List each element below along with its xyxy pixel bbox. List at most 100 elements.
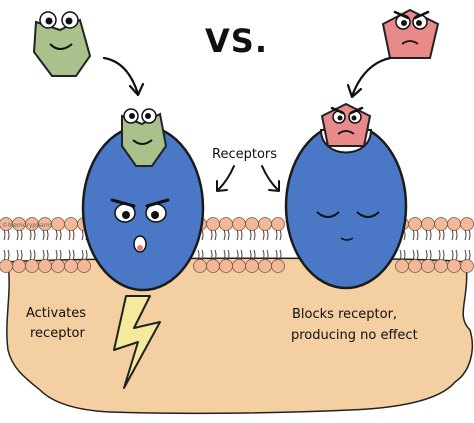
phospholipid-head	[206, 217, 220, 231]
right-receptor-face	[316, 211, 380, 241]
lipid-tail	[425, 249, 428, 261]
phospholipid-head	[38, 259, 52, 273]
lipid-tail	[201, 229, 204, 241]
phospholipid-head	[77, 259, 91, 273]
phospholipid-head	[447, 259, 461, 273]
lipid-tail	[46, 249, 49, 261]
lipid-tail	[227, 249, 230, 261]
lipid-tail	[46, 229, 49, 241]
lipid-tail	[7, 249, 10, 261]
phospholipid-head	[408, 217, 422, 231]
phospholipid-head	[460, 259, 474, 273]
lipid-tail	[7, 229, 10, 241]
lipid-tail	[42, 229, 45, 241]
lipid-tail	[68, 249, 71, 261]
lipid-tail	[201, 249, 204, 261]
lipid-tail	[468, 229, 471, 241]
vs-title: VS.	[205, 22, 268, 60]
lipid-tail	[210, 229, 213, 241]
lipid-tail	[42, 249, 45, 261]
left-caption-line2: receptor	[30, 326, 85, 341]
lipid-tail	[72, 249, 75, 261]
lipid-tail	[59, 249, 62, 261]
lipid-tail	[464, 229, 467, 241]
lipid-tail	[249, 249, 252, 261]
lipid-tail	[197, 249, 200, 261]
lipid-tail	[451, 249, 454, 261]
phospholipid-head	[460, 217, 474, 231]
lipid-tail	[455, 249, 458, 261]
credit-text: ©Memorypharm	[2, 222, 52, 229]
lipid-tail	[253, 249, 256, 261]
lipid-tail	[442, 249, 445, 261]
receptors-label: Receptors	[212, 147, 278, 162]
lipid-tail	[240, 249, 243, 261]
lipid-tail	[425, 229, 428, 241]
lipid-tail	[266, 249, 269, 261]
lipid-tail	[227, 229, 230, 241]
cytoplasm	[6, 257, 474, 415]
lipid-tail	[240, 229, 243, 241]
arrow-icon	[216, 165, 235, 192]
phospholipid-head	[25, 259, 39, 273]
right-caption-line1: Blocks receptor,	[292, 307, 398, 322]
phospholipid-head	[206, 259, 220, 273]
lipid-tail	[249, 229, 252, 241]
phospholipid-head	[12, 259, 26, 273]
phospholipid-head	[51, 217, 65, 231]
lipid-tail	[3, 229, 6, 241]
lipid-tail	[416, 249, 419, 261]
lipid-tail	[416, 229, 419, 241]
phospholipid-head	[434, 259, 448, 273]
lipid-tail	[223, 249, 226, 261]
lipid-tail	[81, 249, 84, 261]
lipid-tail	[16, 229, 19, 241]
lipid-tail	[438, 229, 441, 241]
phospholipid-head	[408, 259, 422, 273]
phospholipid-head	[258, 259, 272, 273]
lipid-tail	[275, 229, 278, 241]
lipid-tail	[266, 229, 269, 241]
lipid-tail	[81, 229, 84, 241]
phospholipid-head	[245, 217, 259, 231]
phospholipid-head	[64, 259, 78, 273]
lipid-tail	[438, 249, 441, 261]
lipid-tail	[412, 249, 415, 261]
lipid-tail	[29, 229, 32, 241]
lipid-tail	[429, 229, 432, 241]
lipid-tail	[236, 249, 239, 261]
lipid-tail	[403, 249, 406, 261]
antagonist-molecule-icon	[381, 8, 440, 59]
phospholipid-head	[447, 217, 461, 231]
lipid-tail	[68, 229, 71, 241]
right-caption-line2: producing no effect	[291, 328, 418, 343]
phospholipid-head	[51, 259, 65, 273]
lipid-tail	[16, 249, 19, 261]
lipid-tail	[412, 229, 415, 241]
lipid-tail	[451, 229, 454, 241]
phospholipid-head	[64, 217, 78, 231]
lipid-tail	[279, 229, 282, 241]
agonist-molecule-icon	[32, 11, 92, 77]
phospholipid-head	[232, 217, 246, 231]
lipid-tail	[3, 249, 6, 261]
lipid-tail	[214, 249, 217, 261]
lipid-tail	[29, 249, 32, 261]
lipid-tail	[279, 249, 282, 261]
arrow-icon	[346, 56, 392, 99]
phospholipid-head	[219, 217, 233, 231]
phospholipid-head	[245, 259, 259, 273]
lipid-tail	[253, 229, 256, 241]
lipid-tail	[442, 229, 445, 241]
lipid-tail	[399, 249, 402, 261]
phospholipid-head	[421, 259, 435, 273]
bound-agonist-icon	[121, 108, 168, 167]
arrow-icon	[261, 165, 280, 192]
left-receptor-face	[110, 198, 170, 253]
phospholipid-head	[434, 217, 448, 231]
lipid-tail	[20, 249, 23, 261]
arrow-icon	[102, 56, 145, 97]
lightning-bolt-icon	[113, 295, 161, 389]
phospholipid-head	[258, 217, 272, 231]
lipid-tail	[468, 249, 471, 261]
